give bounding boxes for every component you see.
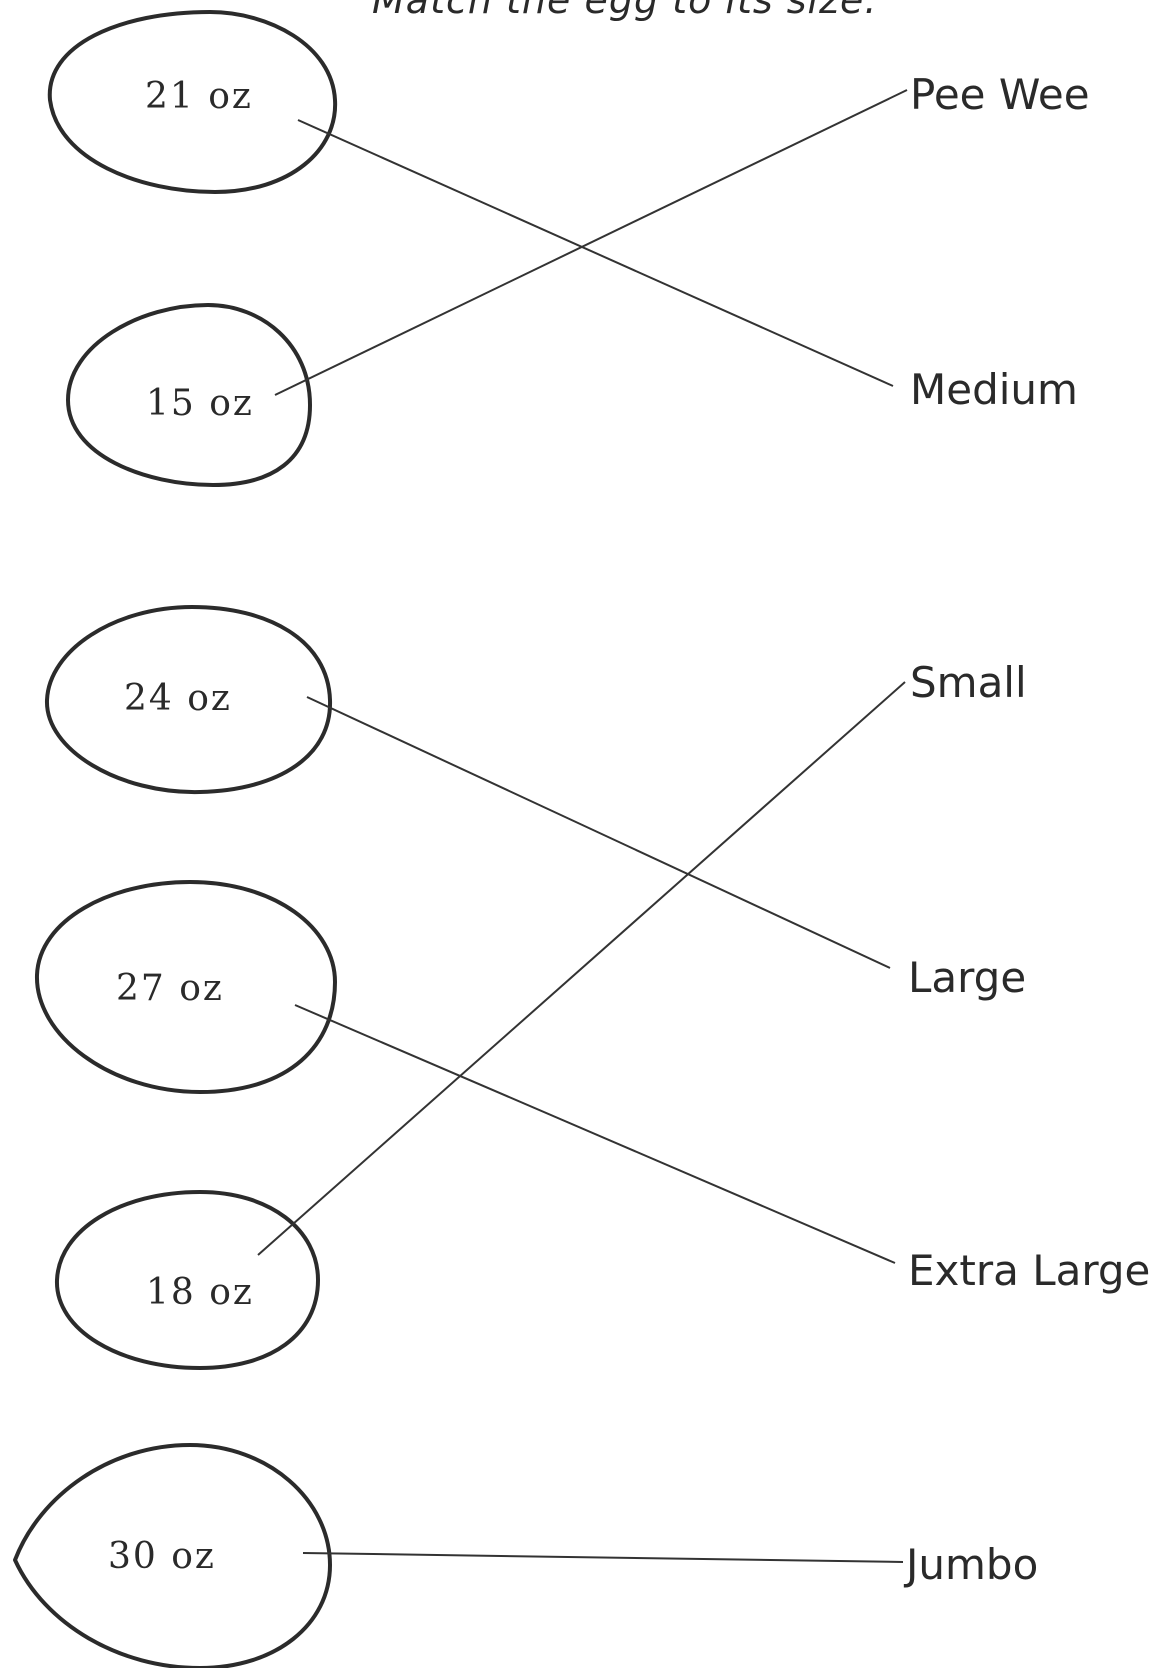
size-label-small: Small bbox=[910, 658, 1027, 707]
egg-label-21oz: 21 oz bbox=[145, 76, 253, 117]
size-label-jumbo: Jumbo bbox=[906, 1540, 1039, 1589]
egg-label-30oz: 30 oz bbox=[108, 1536, 216, 1577]
match-line-27oz-extralarge bbox=[294, 1004, 896, 1264]
match-line-21oz-medium bbox=[297, 119, 894, 387]
egg-label-24oz: 24 oz bbox=[124, 678, 232, 719]
match-line-15oz-peewee bbox=[274, 89, 908, 396]
egg-outline-27oz bbox=[34, 880, 337, 1094]
size-label-pee-wee: Pee Wee bbox=[910, 70, 1090, 119]
egg-outline-24oz bbox=[44, 605, 333, 795]
match-line-18oz-small bbox=[257, 681, 906, 1256]
size-label-large: Large bbox=[908, 953, 1027, 1002]
egg-outline-15oz bbox=[66, 303, 312, 487]
size-label-extra-large: Extra Large bbox=[908, 1246, 1151, 1295]
worksheet-title: Match the egg to its size. bbox=[372, 0, 878, 22]
egg-label-27oz: 27 oz bbox=[116, 968, 224, 1009]
match-line-24oz-large bbox=[306, 696, 891, 969]
egg-label-18oz: 18 oz bbox=[146, 1272, 254, 1313]
egg-outline-18oz bbox=[54, 1190, 320, 1370]
match-line-30oz-jumbo bbox=[302, 1552, 904, 1563]
size-label-medium: Medium bbox=[910, 365, 1078, 414]
egg-outline-21oz bbox=[47, 10, 338, 194]
egg-label-15oz: 15 oz bbox=[146, 383, 254, 424]
